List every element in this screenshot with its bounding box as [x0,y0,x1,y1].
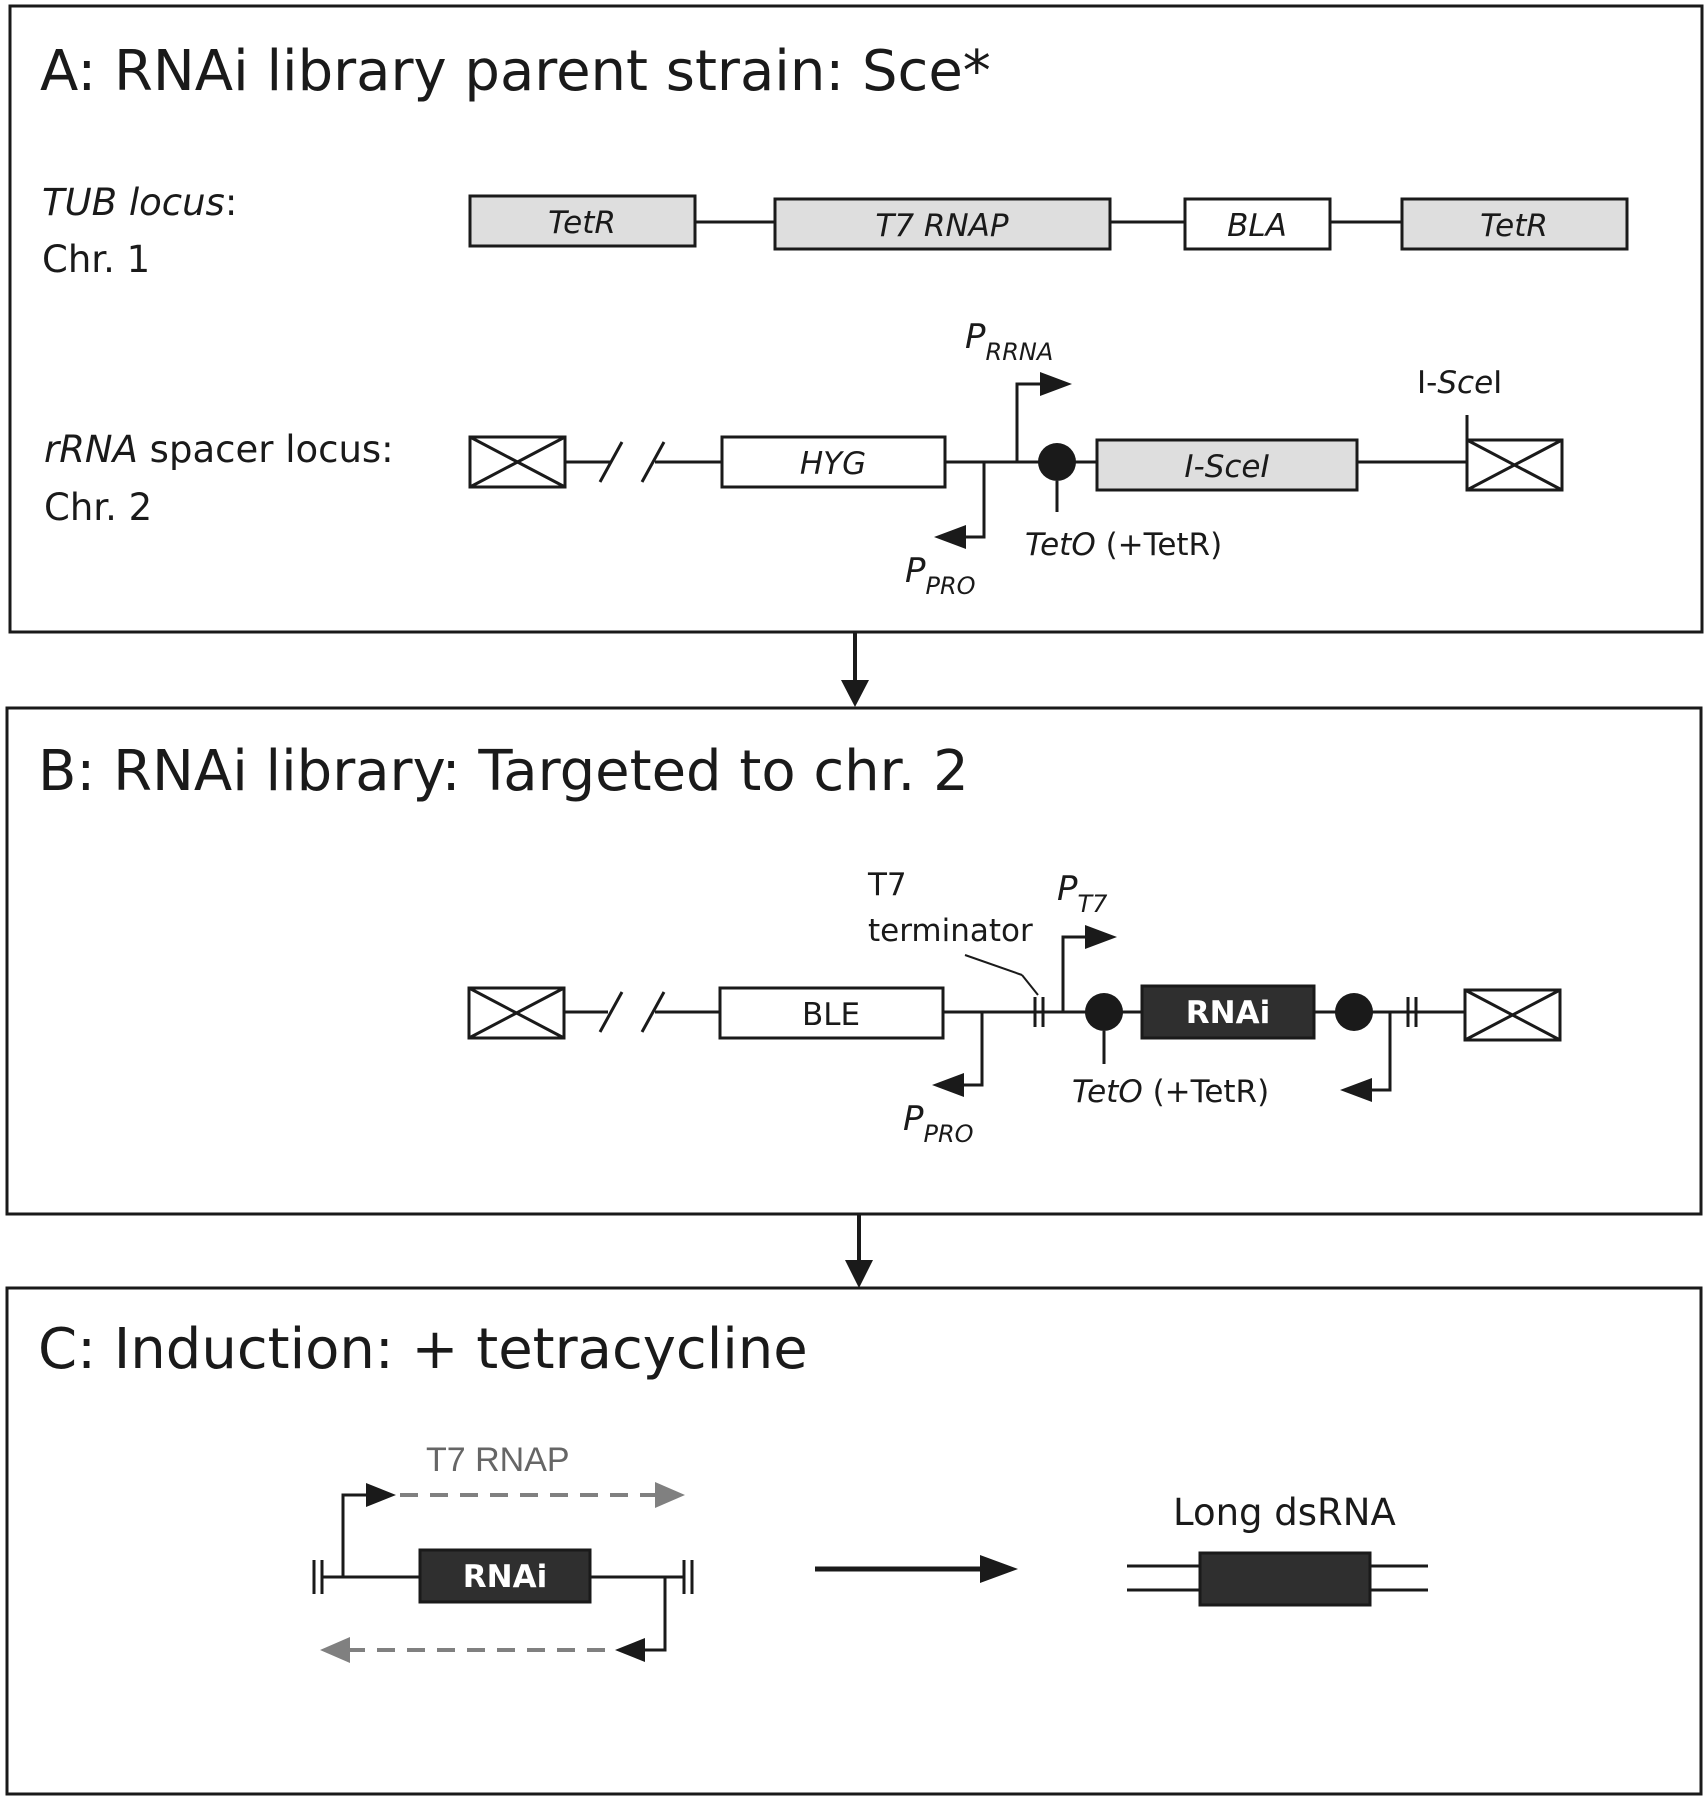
promoter-rrna-label: PRRNA [965,317,1053,366]
t7-terminator-label-2: terminator [868,913,1033,949]
homology-box-left-b [467,986,566,1040]
gene-label-rnai-c: RNAi [463,1559,547,1595]
promoter-rrna-arrow [1015,372,1072,462]
gene-box-t7rnap [773,197,1112,251]
tub-chr-label: Chr. 1 [42,238,150,281]
gene-box-hyg [720,435,947,489]
teto-label: TetO (+TetR) [1025,527,1222,563]
dsrna-box [1198,1551,1372,1607]
teto-operator-right [1335,993,1373,1031]
gene-label-ble: BLE [802,997,860,1033]
break-mark-left-b [598,991,624,1033]
gene-label-tetr-1: TetR [548,205,616,241]
isce-site-label: I-SceI [1417,365,1502,401]
gene-label-tetr-2: TetR [1480,208,1548,244]
teto-operator-left [1085,993,1123,1031]
gene-box-bla [1183,197,1332,251]
promoter-reverse-arrow [615,1577,667,1662]
induction-construct: RNAi T7 RNAP [312,1441,694,1663]
gene-label-rnai: RNAi [1186,995,1270,1031]
arrow-b-to-c [845,1215,873,1288]
rrna-construct: HYG PRRNA PPRO TetO (+TetR) I-SceI [468,317,1564,600]
transcript-reverse [320,1637,605,1663]
panel-a-frame [8,4,1704,634]
promoter-pro-label: PPRO [905,551,976,600]
panel-c-title: C: Induction: + tetracycline [38,1317,808,1382]
rrna-chr-label: Chr. 2 [44,486,152,529]
tub-locus-label: TUB locus: [42,181,237,224]
promoter-t7-reverse-arrow [1340,1012,1392,1102]
promoter-t7-arrow [1061,925,1117,1012]
rrna-locus-label: rRNA spacer locus: [44,428,394,471]
panel-c-frame [5,1286,1703,1796]
break-mark-right-b [640,991,666,1033]
promoter-pro-arrow-b [932,1012,984,1097]
gene-box-rnai [1140,984,1316,1040]
long-dsrna-label: Long dsRNA [1173,1491,1396,1534]
tub-construct: TetR T7 RNAP BLA TetR [468,194,1629,251]
gene-box-tetr-1 [468,194,697,248]
panel-b-frame [5,706,1703,1216]
gene-box-isce [1095,438,1359,492]
transcript-forward [400,1482,685,1508]
t7-rnap-label: T7 RNAP [426,1441,570,1479]
teto-operator [1038,443,1076,481]
gene-box-tetr-2 [1400,197,1629,251]
gene-label-hyg: HYG [800,446,866,482]
homology-box-right-b [1463,988,1562,1042]
promoter-t7-label: PT7 [1057,869,1108,918]
long-dsrna [1127,1551,1428,1607]
gene-label-isce: I-SceI [1184,449,1269,485]
gene-box-rnai-c [418,1548,592,1604]
break-mark-right [640,441,666,483]
promoter-forward-arrow [341,1483,396,1577]
induction-result-arrow [815,1555,1018,1583]
library-construct: BLE PPRO T7 terminator PT7 TetO [467,867,1562,1148]
teto-label-b: TetO (+TetR) [1072,1074,1269,1110]
gene-label-t7rnap: T7 RNAP [875,208,1008,244]
panel-a: A: RNAi library parent strain: Sce* TUB … [8,4,1704,634]
homology-box-right [1465,438,1564,492]
panel-b-title: B: RNAi library: Targeted to chr. 2 [38,739,969,804]
t7-terminator-label-1: T7 [867,867,907,903]
gene-box-ble [718,986,945,1040]
gene-label-bla: BLA [1227,208,1287,244]
panel-a-title: A: RNAi library parent strain: Sce* [40,39,991,104]
promoter-pro-label-b: PPRO [903,1099,974,1148]
panel-b: B: RNAi library: Targeted to chr. 2 BLE … [5,706,1703,1216]
arrow-a-to-b [841,633,869,707]
break-mark-left [598,441,624,483]
panel-c: C: Induction: + tetracycline RNAi T7 RN [5,1286,1703,1796]
promoter-pro-arrow [934,462,986,549]
homology-box-left [468,435,567,489]
